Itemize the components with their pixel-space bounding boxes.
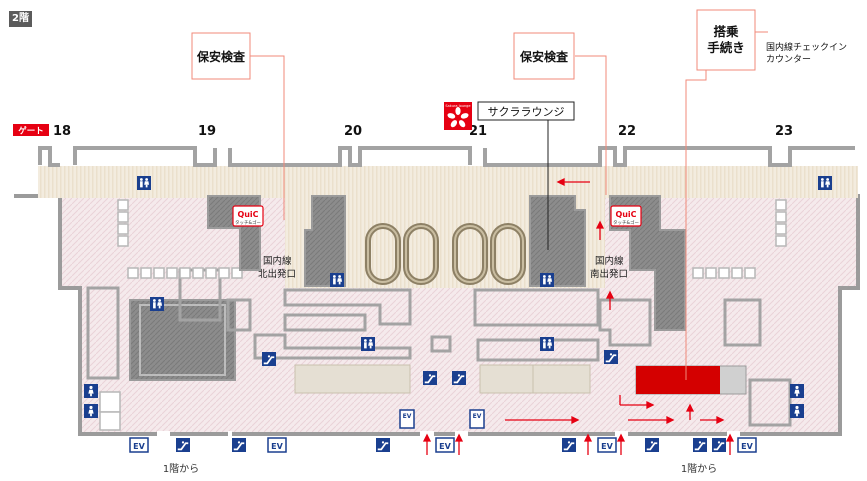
elevator-accessible-icon: EV	[469, 409, 485, 429]
boarding-proc-line2: 手続き	[707, 40, 745, 55]
toilet-icon	[540, 273, 554, 287]
gate-prefix: ゲート	[18, 126, 44, 137]
toilet-icon	[150, 297, 164, 311]
escalator-icon	[645, 438, 659, 452]
checkin-counter-highlight	[636, 366, 720, 394]
security-south-label: 保安検査	[519, 49, 569, 64]
svg-text:EV: EV	[403, 413, 412, 420]
sakura-lounge-marker: Sakura lounge サクララウンジ	[444, 101, 575, 130]
toilet-icon	[137, 176, 151, 190]
toilet-icon	[790, 404, 804, 418]
left-building-block	[129, 299, 236, 381]
gate-labels: ゲート 18 19 20 21 22 23	[13, 124, 793, 139]
svg-text:EV: EV	[601, 442, 613, 451]
mid-floor-rooms	[253, 288, 792, 427]
toilet-icon	[790, 384, 804, 398]
south-exit-line2: 南出発口	[590, 268, 628, 280]
escalator-icon	[562, 438, 576, 452]
escalator-icon	[712, 438, 726, 452]
svg-text:タッチ&ゴー: タッチ&ゴー	[613, 219, 640, 226]
north-exit-line2: 北出発口	[258, 268, 296, 280]
shop-block-right	[479, 364, 591, 394]
svg-text:QuiC: QuiC	[237, 210, 258, 219]
callout-leaders	[250, 31, 768, 380]
south-exit-line1: 国内線	[595, 255, 624, 267]
gate-22: 22	[618, 124, 636, 139]
gate-badge	[13, 124, 49, 136]
svg-text:EV: EV	[439, 442, 451, 451]
toilet-icon	[84, 384, 98, 398]
floor-label: 2階	[9, 11, 32, 27]
checkin-counter-line2: カウンター	[766, 54, 811, 65]
elevator-icon: EV	[129, 437, 149, 453]
elevator-icon: EV	[435, 437, 455, 453]
elevator-icon: EV	[267, 437, 287, 453]
svg-text:QuiC: QuiC	[615, 210, 636, 219]
svg-text:タッチ&ゴー: タッチ&ゴー	[235, 219, 262, 226]
north-exit-line1: 国内線	[263, 255, 292, 267]
terminal-building	[14, 146, 860, 437]
svg-text:EV: EV	[271, 442, 283, 451]
elevator-icon: EV	[737, 437, 757, 453]
quic-logo-north: QuiC タッチ&ゴー	[232, 205, 264, 227]
quic-logo-south: QuiC タッチ&ゴー	[610, 205, 642, 227]
jetway-walls	[38, 146, 855, 167]
sakura-lounge-label: サクララウンジ	[488, 106, 565, 119]
escalator-icon	[604, 350, 618, 364]
toilet-icon	[540, 337, 554, 351]
escalator-icon	[232, 438, 246, 452]
elevator-icon: EV	[597, 437, 617, 453]
escalator-icon	[262, 352, 276, 366]
gate-20: 20	[344, 124, 362, 139]
departure-corridor	[38, 166, 858, 198]
security-south-callout: 保安検査	[513, 32, 575, 80]
toilet-icon	[361, 337, 375, 351]
svg-text:EV: EV	[741, 442, 753, 451]
toilet-icon	[84, 404, 98, 418]
toilet-icon	[330, 273, 344, 287]
from-1f-right: 1階から	[681, 463, 717, 475]
central-right-block	[529, 195, 586, 287]
escalator-icon	[693, 438, 707, 452]
sakura-flower-icon	[447, 107, 469, 128]
toilet-icon	[818, 176, 832, 190]
elevator-icons: EV EV EV EV EV EV EV	[129, 409, 757, 453]
central-left-block	[304, 195, 346, 287]
gate-18: 18	[53, 124, 71, 139]
security-north-callout: 保安検査	[191, 32, 251, 80]
boarding-proc-callout: 搭乗 手続き	[696, 9, 756, 71]
security-north-label: 保安検査	[196, 49, 246, 64]
boarding-proc-line1: 搭乗	[713, 24, 739, 39]
gate-23: 23	[775, 124, 793, 139]
checkin-counter-line1: 国内線チェックイン	[766, 41, 847, 53]
escalator-icon	[452, 371, 466, 385]
gate-21: 21	[469, 124, 487, 139]
gate-19: 19	[198, 124, 216, 139]
left-seating	[99, 199, 243, 431]
svg-text:EV: EV	[473, 413, 482, 420]
escalator-icon	[423, 371, 437, 385]
south-security-area	[609, 195, 686, 331]
route-arrows	[422, 177, 735, 455]
svg-text:Sakura lounge: Sakura lounge	[445, 104, 470, 108]
escalator-icon	[376, 438, 390, 452]
from-1f-left: 1階から	[163, 463, 199, 475]
elevator-accessible-icon: EV	[399, 409, 415, 429]
svg-text:EV: EV	[133, 442, 145, 451]
shop-block-left	[294, 364, 411, 394]
right-seating	[692, 199, 787, 279]
escalator-icon	[176, 438, 190, 452]
